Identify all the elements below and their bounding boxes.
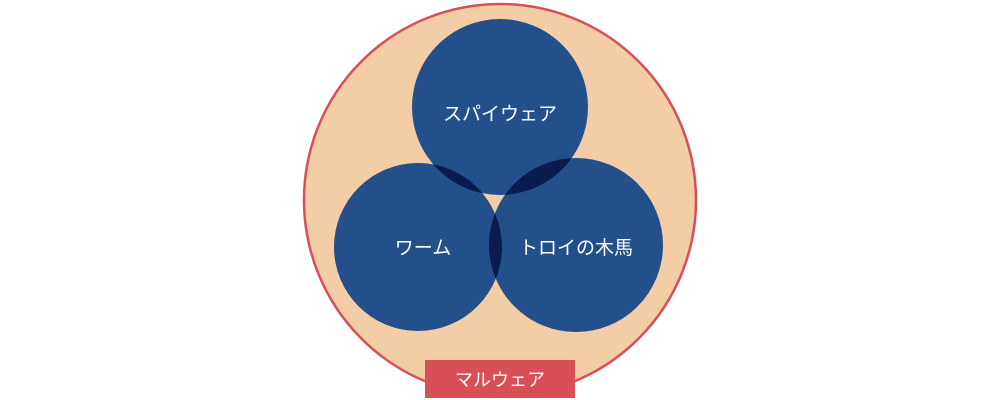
worm-label: ワーム — [395, 237, 451, 259]
malware-label-box — [425, 360, 575, 398]
spyware-circle — [412, 19, 588, 195]
worm-circle — [334, 163, 502, 331]
trojan-label: トロイの木馬 — [519, 237, 633, 259]
spyware-label: スパイウェア — [443, 103, 557, 125]
trojan-circle — [489, 158, 663, 332]
malware-label: マルウェア — [455, 370, 545, 391]
